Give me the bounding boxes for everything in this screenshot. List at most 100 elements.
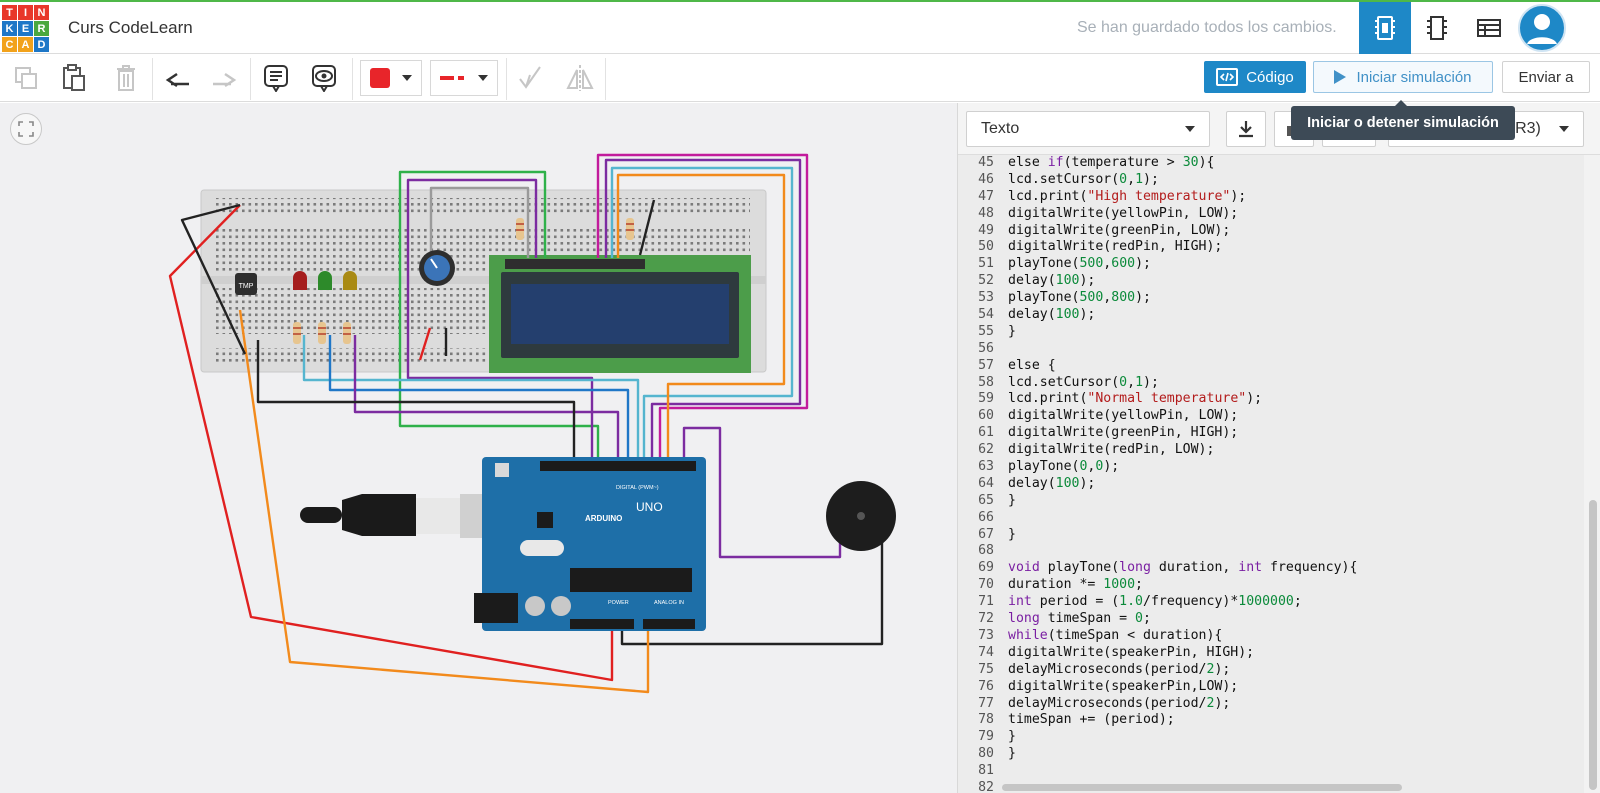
circuit-view-button[interactable]: [1359, 2, 1411, 54]
start-simulation-button[interactable]: Iniciar simulación: [1313, 61, 1493, 93]
code-token: );: [1143, 171, 1159, 187]
component-list-button[interactable]: [1463, 2, 1515, 54]
scrollbar-thumb[interactable]: [1589, 500, 1597, 790]
horizontal-scrollbar[interactable]: [1002, 784, 1402, 791]
circuit-canvas[interactable]: TMP ARDUINO UNO: [0, 103, 957, 793]
wire-orange-power: [238, 309, 650, 694]
chevron-down-icon: [1185, 126, 1195, 132]
line-style-picker[interactable]: [430, 60, 498, 96]
code-line[interactable]: 81: [958, 763, 1584, 780]
vertical-scrollbar[interactable]: [1584, 155, 1600, 793]
delete-button[interactable]: [108, 60, 144, 96]
code-line[interactable]: 80}: [958, 746, 1584, 763]
resistors[interactable]: [293, 218, 634, 344]
code-token: );: [1230, 188, 1247, 204]
send-to-button[interactable]: Enviar a: [1502, 61, 1590, 93]
logo-letter: I: [18, 5, 33, 20]
line-text: timeSpan += (period);: [994, 712, 1175, 729]
code-token: }: [1008, 526, 1016, 542]
schematic-view-icon: [1427, 16, 1447, 40]
code-mode-select[interactable]: Texto: [966, 111, 1210, 147]
flip-button[interactable]: [562, 60, 598, 96]
temperature-sensor[interactable]: TMP: [235, 273, 257, 295]
leds[interactable]: [293, 271, 357, 290]
code-line[interactable]: 56: [958, 341, 1584, 358]
code-line[interactable]: 68: [958, 543, 1584, 560]
copy-button[interactable]: [8, 60, 44, 96]
lcd-display[interactable]: [489, 255, 751, 373]
code-button[interactable]: Código: [1204, 61, 1306, 93]
code-token: (temperature >: [1063, 155, 1183, 170]
visibility-button[interactable]: [306, 60, 342, 96]
code-token: digitalWrite(speakerPin,LOW);: [1008, 678, 1239, 694]
user-avatar[interactable]: [1515, 2, 1569, 54]
line-text: [994, 763, 1008, 780]
code-token: 600: [1111, 256, 1136, 272]
code-line[interactable]: 55}: [958, 324, 1584, 341]
arduino-uno[interactable]: ARDUINO UNO DIGITAL (PWM~) POWER ANALOG …: [474, 457, 706, 631]
fit-view-button[interactable]: [10, 113, 42, 145]
usb-cable[interactable]: [300, 494, 486, 538]
schematic-view-button[interactable]: [1411, 2, 1463, 54]
redo-button[interactable]: [206, 60, 242, 96]
code-line[interactable]: 79}: [958, 729, 1584, 746]
code-token: 1.0: [1119, 594, 1143, 610]
code-token: digitalWrite(greenPin, LOW);: [1008, 222, 1231, 238]
code-token: lcd.setCursor(: [1008, 374, 1120, 390]
code-token: 0: [1119, 374, 1128, 390]
fill-color-picker[interactable]: [360, 60, 422, 96]
code-token: 30: [1182, 155, 1199, 170]
project-title[interactable]: Curs CodeLearn: [68, 18, 193, 37]
code-token: digitalWrite(redPin, HIGH);: [1008, 239, 1223, 255]
wire-orange-lcd: [616, 173, 786, 462]
code-line[interactable]: 66: [958, 510, 1584, 527]
align-button[interactable]: [512, 60, 548, 96]
paste-button[interactable]: [56, 60, 92, 96]
arduino-brand: ARDUINO: [585, 514, 622, 523]
code-line[interactable]: 67}: [958, 527, 1584, 544]
code-line[interactable]: 82: [958, 780, 1584, 793]
line-text: playTone(500,800);: [994, 290, 1151, 307]
code-line[interactable]: 65}: [958, 493, 1584, 510]
download-code-button[interactable]: [1226, 111, 1266, 147]
potentiometer[interactable]: [419, 250, 455, 286]
piezo-buzzer[interactable]: [826, 481, 896, 551]
line-number: 54: [978, 307, 994, 323]
undo-button[interactable]: [160, 60, 196, 96]
code-token: int: [1008, 594, 1032, 610]
notes-button[interactable]: [258, 60, 294, 96]
code-token: (timeSpan < duration){: [1047, 627, 1223, 643]
line-text: }: [994, 527, 1016, 544]
